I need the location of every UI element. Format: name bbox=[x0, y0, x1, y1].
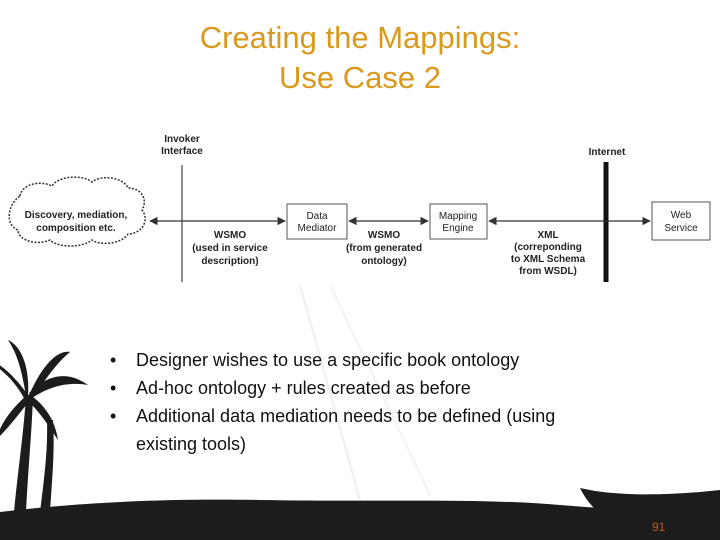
ground-silhouette bbox=[0, 499, 720, 540]
title-line-2: Use Case 2 bbox=[279, 60, 441, 95]
web-service-label-1: Web bbox=[671, 210, 692, 221]
invoker-interface-label-2: Interface bbox=[161, 146, 203, 157]
bullet-item: • Designer wishes to use a specific book… bbox=[110, 346, 590, 374]
palm-trunk bbox=[14, 395, 33, 512]
xml-label-2: (correponding bbox=[514, 242, 582, 253]
internet-label: Internet bbox=[589, 147, 626, 158]
palm-frond bbox=[30, 351, 70, 398]
slide-title: Creating the Mappings: Use Case 2 bbox=[0, 18, 720, 98]
data-mediator-box bbox=[286, 203, 348, 240]
wsmo1-label-1: WSMO bbox=[214, 230, 246, 241]
boat-silhouette bbox=[580, 488, 720, 527]
mapping-engine-box bbox=[429, 203, 488, 240]
data-mediator-label-2: Mediator bbox=[298, 223, 338, 234]
wsmo2-label-3: ontology) bbox=[361, 256, 407, 267]
bullet-item: • Additional data mediation needs to be … bbox=[110, 402, 590, 458]
mapping-engine-label-1: Mapping bbox=[439, 211, 477, 222]
slide-number: 91 bbox=[652, 520, 666, 534]
cloud-label-2: composition etc. bbox=[36, 223, 116, 234]
wsmo1-label-3: description) bbox=[201, 256, 258, 267]
wsmo2-label-1: WSMO bbox=[368, 230, 400, 241]
light-ray bbox=[299, 284, 361, 501]
mapping-engine-label-2: Engine bbox=[442, 223, 474, 234]
cloud-label-1: Discovery, mediation, bbox=[25, 210, 128, 221]
web-service-box bbox=[651, 201, 711, 241]
title-line-1: Creating the Mappings: bbox=[199, 20, 521, 55]
xml-label-3: to XML Schema bbox=[511, 254, 586, 265]
palm-frond bbox=[0, 365, 28, 398]
bullet-text: Additional data mediation needs to be de… bbox=[136, 406, 556, 454]
palm-trunk bbox=[40, 420, 54, 512]
wsmo2-label-2: (from generated bbox=[346, 243, 422, 254]
bullet-list: • Designer wishes to use a specific book… bbox=[110, 346, 590, 458]
light-ray bbox=[329, 284, 431, 496]
invoker-interface-label-1: Invoker bbox=[164, 134, 200, 145]
xml-label-1: XML bbox=[537, 230, 558, 241]
bullet-marker: • bbox=[110, 378, 117, 398]
web-service-label-2: Service bbox=[664, 223, 698, 234]
bullet-marker: • bbox=[110, 406, 117, 426]
palm-frond bbox=[0, 395, 30, 436]
palm-frond bbox=[27, 394, 58, 440]
palm-frond bbox=[8, 340, 29, 396]
discovery-cloud bbox=[8, 176, 146, 247]
xml-label-4: from WSDL) bbox=[519, 266, 577, 277]
bullet-item: • Ad-hoc ontology + rules created as bef… bbox=[110, 374, 590, 402]
data-mediator-label-1: Data bbox=[306, 211, 328, 222]
bullet-text: Designer wishes to use a specific book o… bbox=[136, 350, 520, 370]
mapping-diagram: Invoker Interface Internet Discovery, me… bbox=[8, 134, 711, 282]
bullet-marker: • bbox=[110, 350, 117, 370]
wsmo1-label-2: (used in service bbox=[192, 243, 268, 254]
bullet-text: Ad-hoc ontology + rules created as befor… bbox=[136, 378, 471, 398]
